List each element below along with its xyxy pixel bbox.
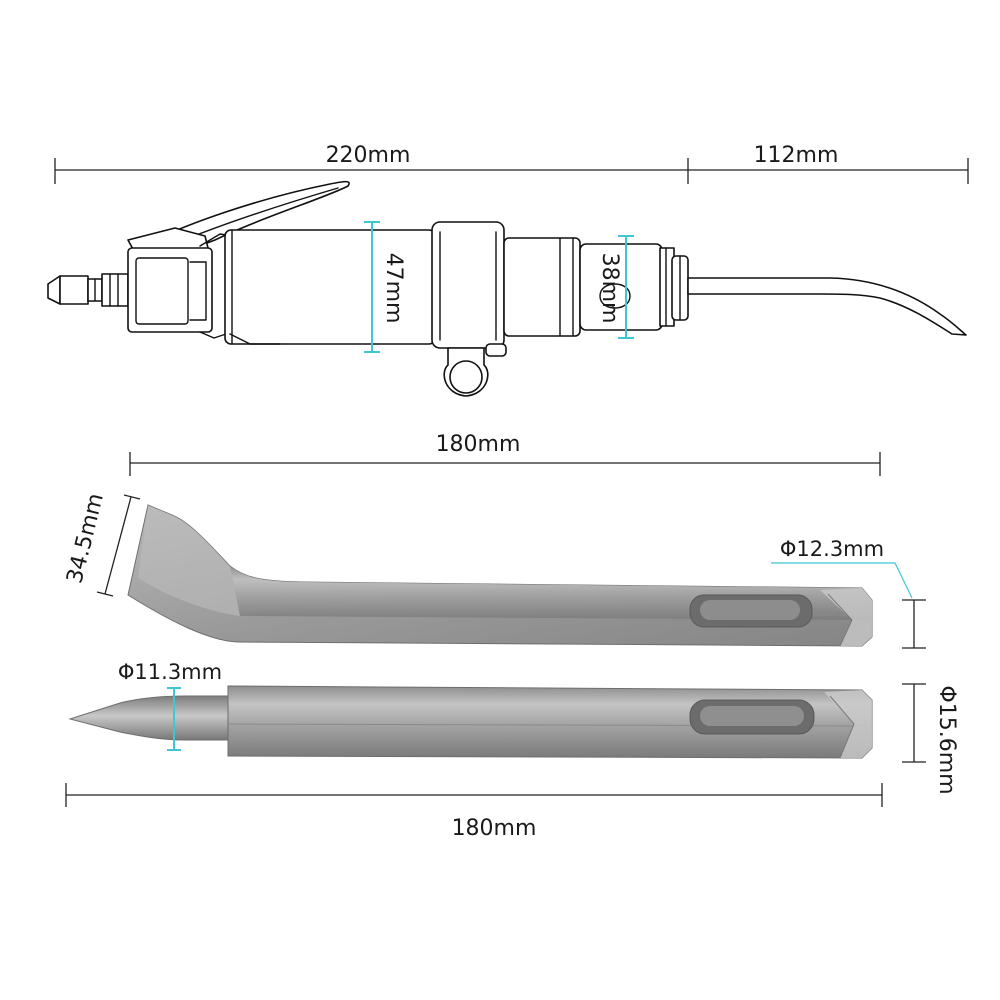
main-cylinder-body: [224, 229, 436, 345]
body-diameter-marker: [364, 221, 380, 353]
body-diameter-label: 47mm: [381, 253, 406, 324]
chisel-bit-outline: [687, 277, 967, 336]
chisel-shank-diameter-dimension: [902, 599, 926, 649]
throttle-lever: [127, 180, 350, 263]
nose-section: [579, 243, 689, 331]
nose-diameter-label: 38mm: [597, 253, 622, 324]
point-shank-slot: [689, 699, 815, 735]
collar-with-ring: [431, 221, 507, 397]
flat-chisel-bit: 180mm 34.5mm Φ12.3mm: [62, 432, 926, 649]
point-tip-diameter-marker: [167, 687, 181, 751]
chisel-shank-slot: [689, 594, 813, 628]
point-length-label: 180mm: [452, 816, 537, 841]
tool-length-dimension-line: [54, 158, 969, 184]
point-tip: [68, 695, 229, 741]
chisel-shank-diameter-label: Φ12.3mm: [780, 537, 884, 561]
rear-housing: [127, 233, 233, 339]
tool-bit-length-label: 112mm: [754, 143, 839, 168]
chisel-length-dimension-line: [129, 452, 881, 476]
chisel-blade-width-label: 34.5mm: [62, 491, 108, 586]
point-length-dimension-line: [65, 783, 883, 807]
point-shank-diameter-label: Φ15.6mm: [934, 685, 959, 794]
point-chisel-bit: Φ11.3mm Φ15.6mm 180mm: [65, 660, 959, 841]
air-inlet-fitting: [47, 273, 129, 307]
chisel-length-label: 180mm: [436, 432, 521, 457]
point-shank-diameter-dimension: [902, 683, 926, 763]
chisel-blade-width-dimension: [96, 494, 141, 597]
point-tip-diameter-label: Φ11.3mm: [118, 660, 222, 684]
front-cylinder: [503, 237, 581, 337]
nose-diameter-marker: [618, 235, 634, 339]
tool-body-length-label: 220mm: [326, 143, 411, 168]
air-scaler-tool-drawing: 220mm 112mm: [47, 143, 969, 397]
